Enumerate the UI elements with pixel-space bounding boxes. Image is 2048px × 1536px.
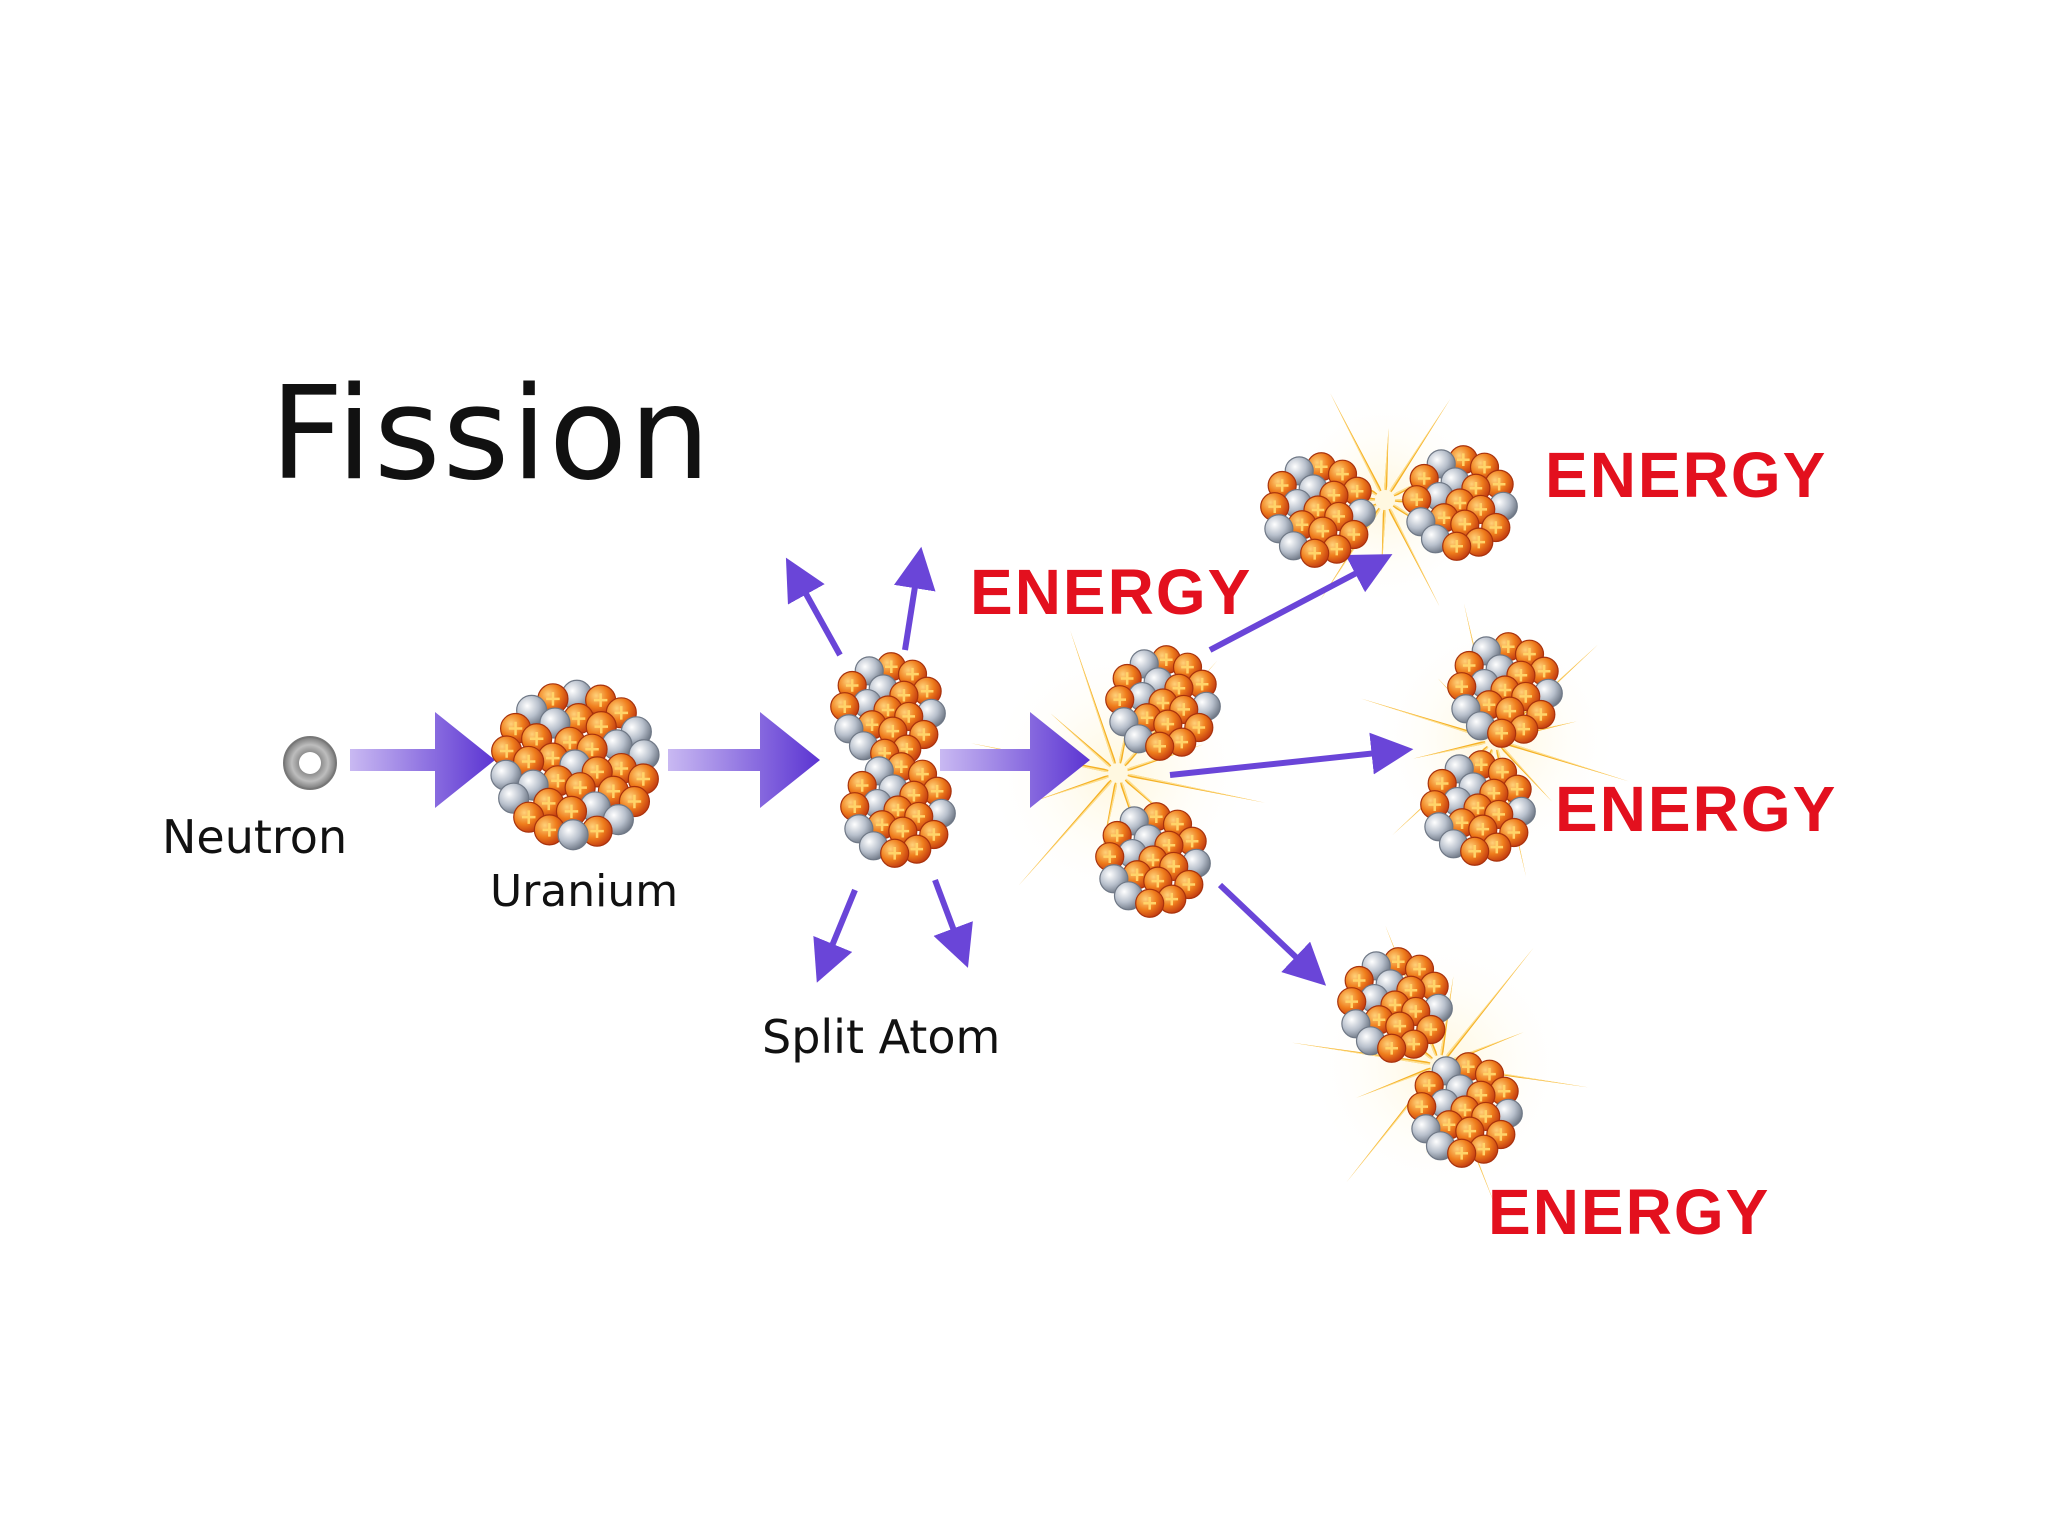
chain-arrow-top	[1208, 554, 1393, 653]
emitted-neutron-arrow-2	[894, 546, 936, 651]
fragment-b	[1095, 802, 1211, 918]
chain-arrow-middle	[1169, 732, 1414, 778]
split-fragment-lower	[840, 752, 956, 868]
split-fragment-upper	[830, 652, 946, 768]
energy-label-3: ENERGY	[1555, 773, 1838, 845]
uranium-label: Uranium	[490, 866, 679, 917]
split-atom-label: Split Atom	[762, 1010, 1001, 1064]
fragment-d	[1402, 445, 1518, 561]
neutron-arrow-3	[940, 712, 1090, 808]
emitted-neutron-arrow-1	[785, 557, 843, 657]
diagram-title: Fission	[270, 360, 713, 509]
fragment-g	[1337, 947, 1453, 1063]
neutron-arrow-2	[668, 712, 820, 808]
fragment-h	[1407, 1052, 1523, 1168]
energy-label-4: ENERGY	[1488, 1176, 1771, 1248]
energy-label-2: ENERGY	[1545, 439, 1828, 511]
energy-label-1: ENERGY	[970, 556, 1253, 628]
emitted-neutron-arrow-4	[932, 878, 973, 968]
neutron-particle	[283, 736, 337, 790]
fragment-c	[1260, 452, 1376, 568]
neutron-label: Neutron	[162, 810, 348, 864]
chain-arrow-bottom	[1217, 882, 1327, 986]
uranium-nucleus	[490, 679, 660, 851]
fragment-a	[1105, 645, 1221, 761]
fragment-e	[1447, 632, 1563, 748]
emitted-neutron-arrow-3	[813, 888, 858, 983]
fragment-f	[1420, 750, 1536, 866]
neutron-arrow-1	[350, 712, 495, 808]
